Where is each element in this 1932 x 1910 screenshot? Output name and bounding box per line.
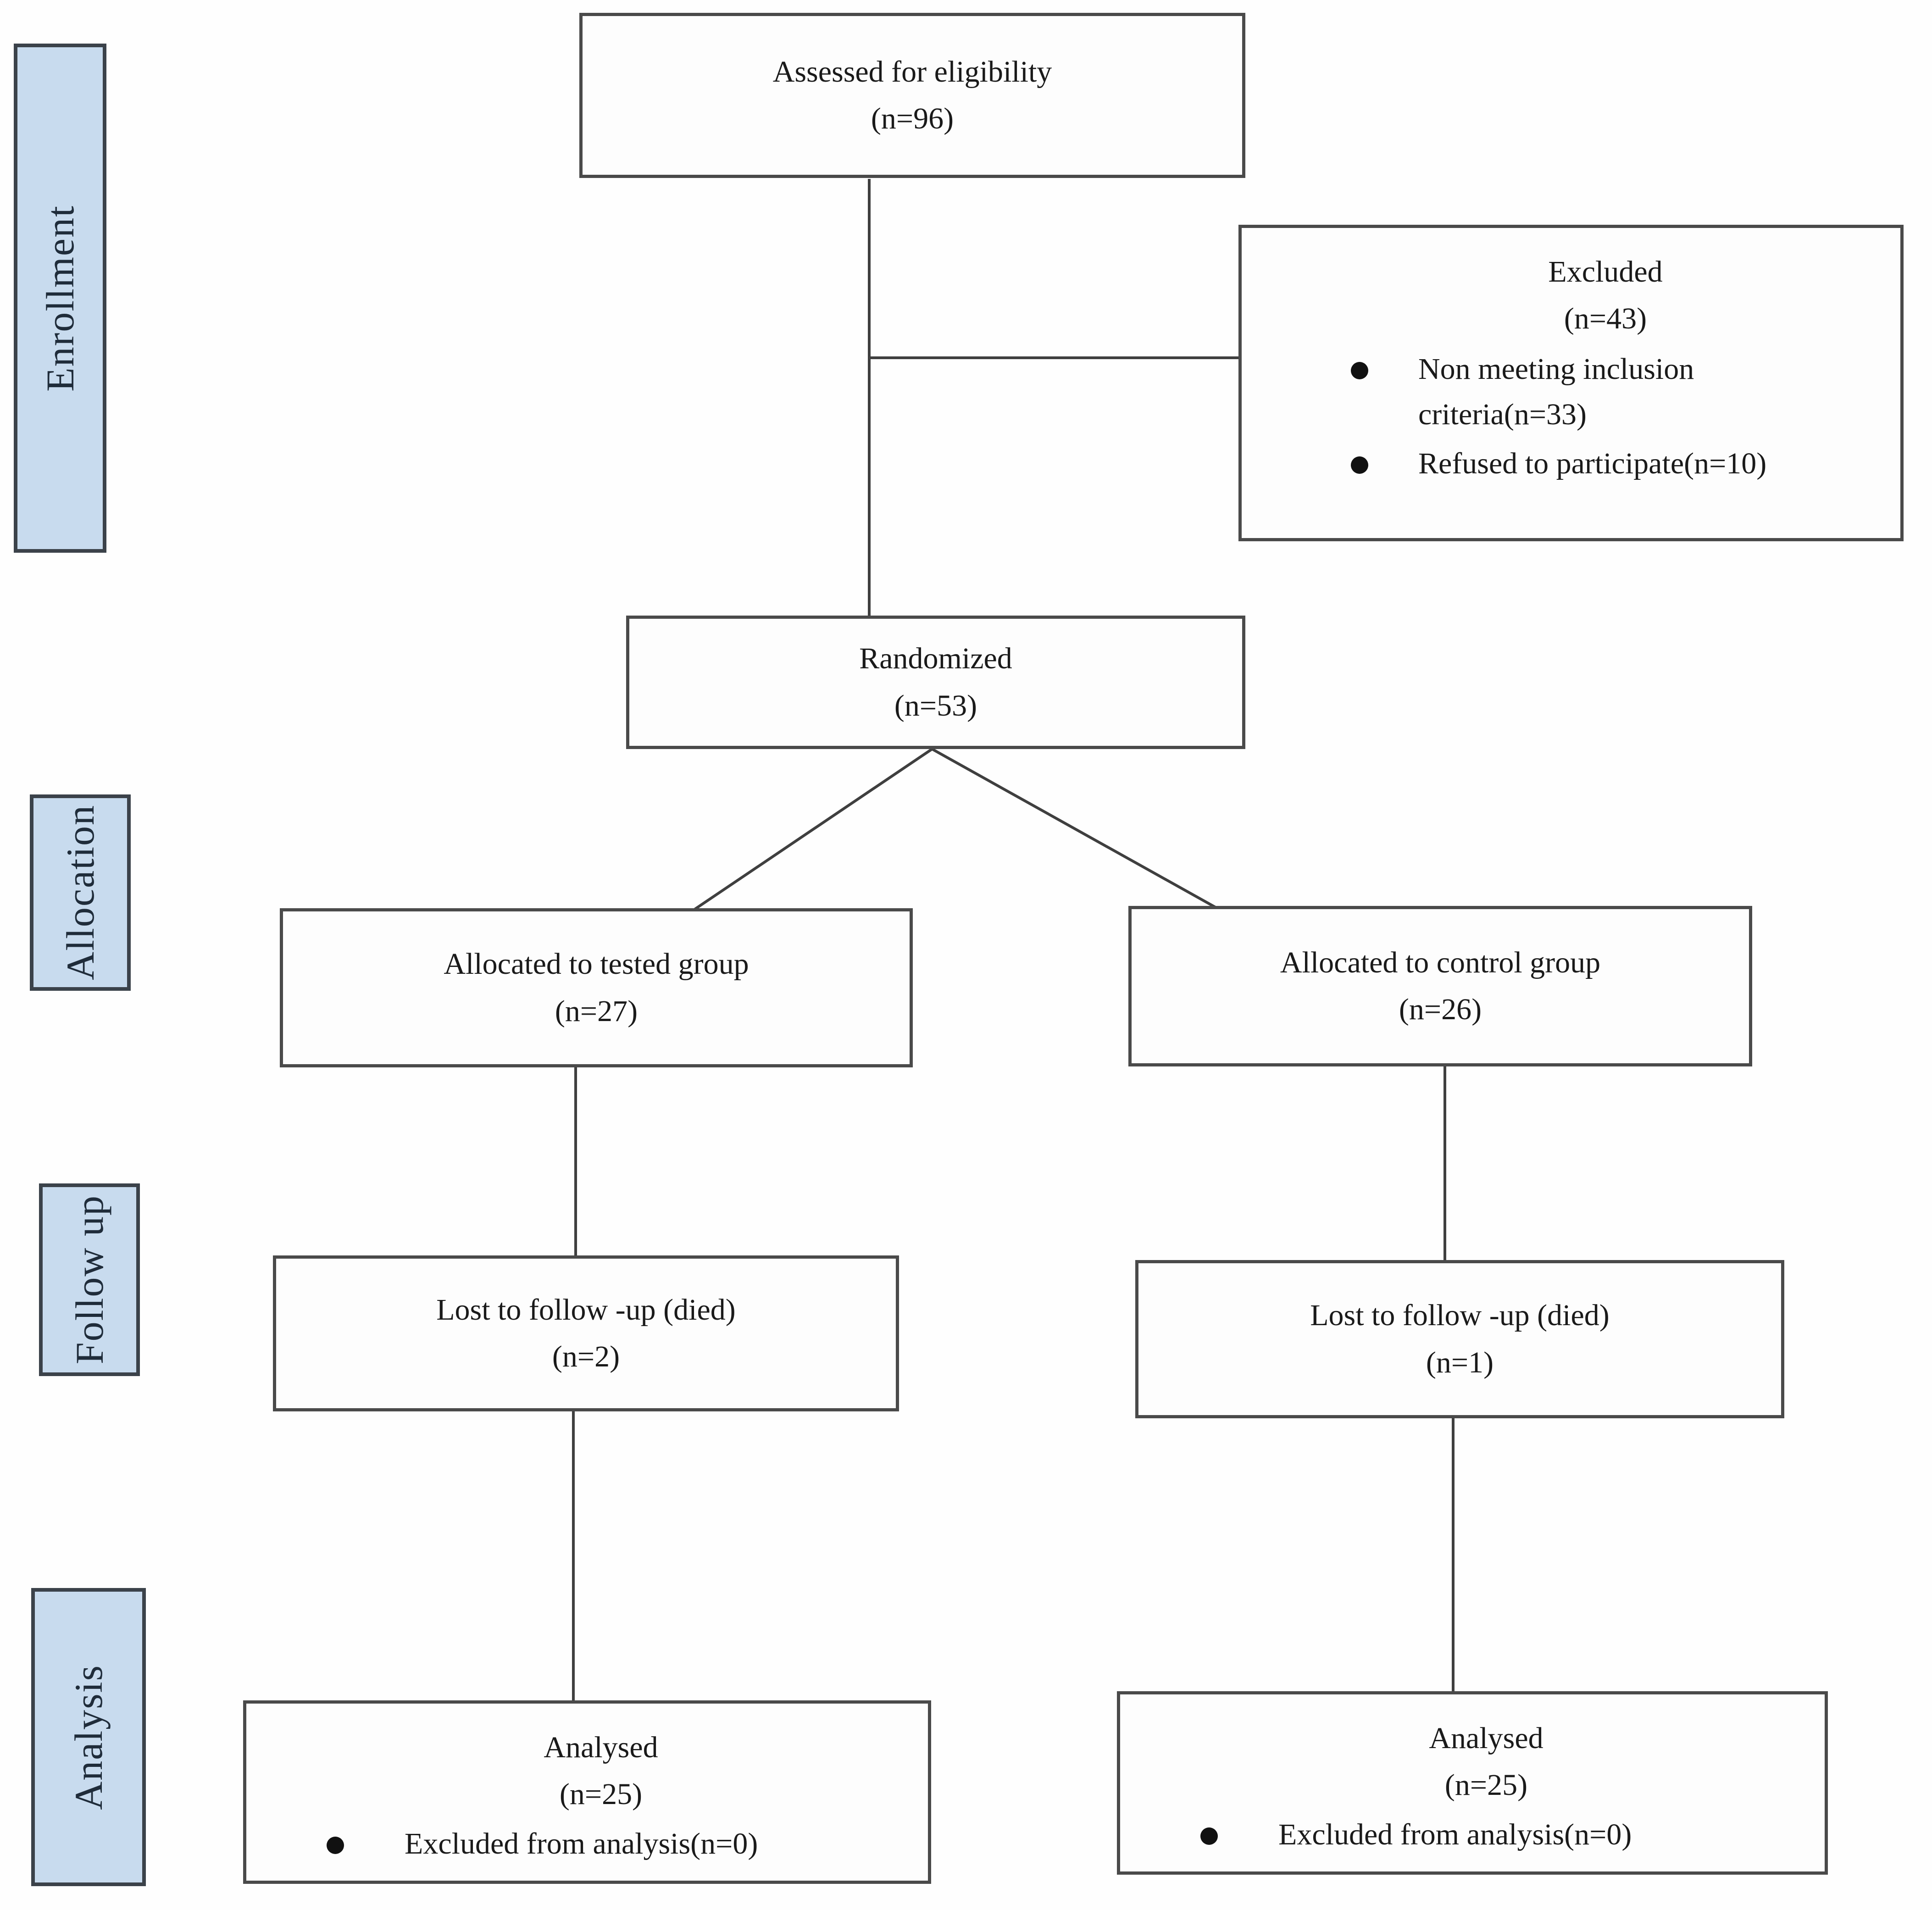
stage-label-analysis: Analysis: [31, 1588, 146, 1886]
assessed-count: (n=96): [871, 102, 954, 135]
analysed-control-note: Excluded from analysis(n=0): [1278, 1817, 1632, 1851]
stage-label-analysis-text: Analysis: [67, 1664, 111, 1810]
bullet-icon: [1351, 361, 1368, 379]
lost-to-follow-up-control-box: Lost to follow -up (died) (n=1): [1135, 1260, 1784, 1418]
list-item: Refused to participate(n=10): [1343, 441, 1815, 486]
list-item: Excluded from analysis(n=0): [1166, 1812, 1806, 1857]
allocated-control-count: (n=26): [1399, 993, 1482, 1026]
excluded-box: Excluded (n=43) Non meeting inclusion cr…: [1238, 225, 1904, 541]
excluded-reason-1: Non meeting inclusion criteria(n=33): [1418, 352, 1694, 431]
assessed-for-eligibility-box: Assessed for eligibility (n=96): [579, 13, 1245, 178]
randomized-box: Randomized (n=53): [626, 616, 1245, 749]
analysed-tested-count: (n=25): [559, 1777, 643, 1811]
stage-label-enrollment-text: Enrollment: [38, 205, 82, 392]
bullet-icon: [327, 1836, 344, 1854]
excluded-reason-2: Refused to participate(n=10): [1418, 446, 1767, 480]
stage-label-follow-up: Follow up: [39, 1183, 140, 1376]
allocated-tested-label: Allocated to tested group: [444, 947, 749, 981]
lost-tested-label: Lost to follow -up (died): [436, 1293, 736, 1327]
connector-randomized-to-tested: [694, 748, 933, 911]
analysed-control-count: (n=25): [1444, 1768, 1528, 1802]
randomized-count: (n=53): [894, 688, 977, 722]
analysed-control-label: Analysed: [1429, 1721, 1543, 1755]
randomized-label: Randomized: [859, 642, 1012, 676]
list-item: Non meeting inclusion criteria(n=33): [1343, 346, 1815, 437]
analysed-control-box: Analysed (n=25) Excluded from analysis(n…: [1117, 1691, 1828, 1875]
connector-randomized-to-control: [931, 748, 1216, 909]
lost-control-count: (n=1): [1426, 1345, 1494, 1379]
stage-label-allocation-text: Allocation: [58, 805, 102, 981]
excluded-count: (n=43): [1564, 302, 1647, 336]
analysed-tested-label: Analysed: [544, 1731, 658, 1764]
analysed-tested-box: Analysed (n=25) Excluded from analysis(n…: [243, 1700, 931, 1884]
analysed-control-notes-list: Excluded from analysis(n=0): [1166, 1809, 1806, 1857]
stage-label-allocation: Allocation: [30, 794, 131, 991]
allocated-tested-count: (n=27): [555, 994, 638, 1028]
bullet-icon: [1200, 1827, 1218, 1845]
lost-control-label: Lost to follow -up (died): [1310, 1299, 1610, 1333]
stage-label-follow-up-text: Follow up: [67, 1195, 111, 1365]
lost-to-follow-up-tested-box: Lost to follow -up (died) (n=2): [273, 1255, 899, 1411]
analysed-tested-note: Excluded from analysis(n=0): [405, 1827, 758, 1860]
allocated-tested-group-box: Allocated to tested group (n=27): [280, 908, 913, 1067]
stage-label-enrollment: Enrollment: [14, 44, 106, 553]
bullet-icon: [1351, 456, 1368, 474]
excluded-reasons-list: Non meeting inclusion criteria(n=33) Ref…: [1343, 343, 1868, 486]
list-item: Excluded from analysis(n=0): [292, 1821, 910, 1866]
lost-tested-count: (n=2): [552, 1340, 620, 1373]
excluded-label: Excluded: [1548, 255, 1663, 289]
assessed-label: Assessed for eligibility: [772, 55, 1052, 89]
allocated-control-group-box: Allocated to control group (n=26): [1128, 906, 1752, 1066]
allocated-control-label: Allocated to control group: [1280, 945, 1601, 979]
analysed-tested-notes-list: Excluded from analysis(n=0): [292, 1818, 910, 1866]
